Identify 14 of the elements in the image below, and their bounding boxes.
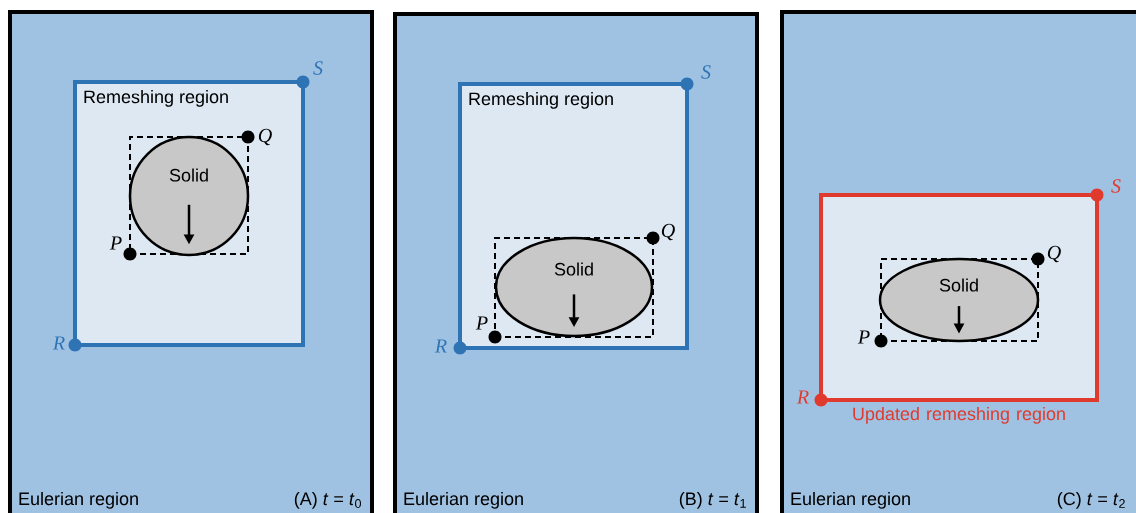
point-label: R — [434, 339, 447, 353]
solid-body: Solid — [494, 236, 654, 338]
solid-body: Solid — [878, 257, 1040, 343]
point-label: P — [857, 330, 870, 344]
point-label: Q — [258, 128, 272, 146]
point-label: S — [1111, 179, 1121, 193]
point-label: S — [313, 61, 323, 75]
point-label: Q — [1047, 245, 1061, 263]
point-label: S — [701, 65, 711, 79]
solid-body: Solid — [128, 135, 250, 257]
point-label: R — [796, 390, 809, 404]
point-label: Q — [661, 223, 675, 241]
node-label: Updated remeshing region — [853, 406, 1065, 424]
point-label: R — [52, 336, 65, 350]
